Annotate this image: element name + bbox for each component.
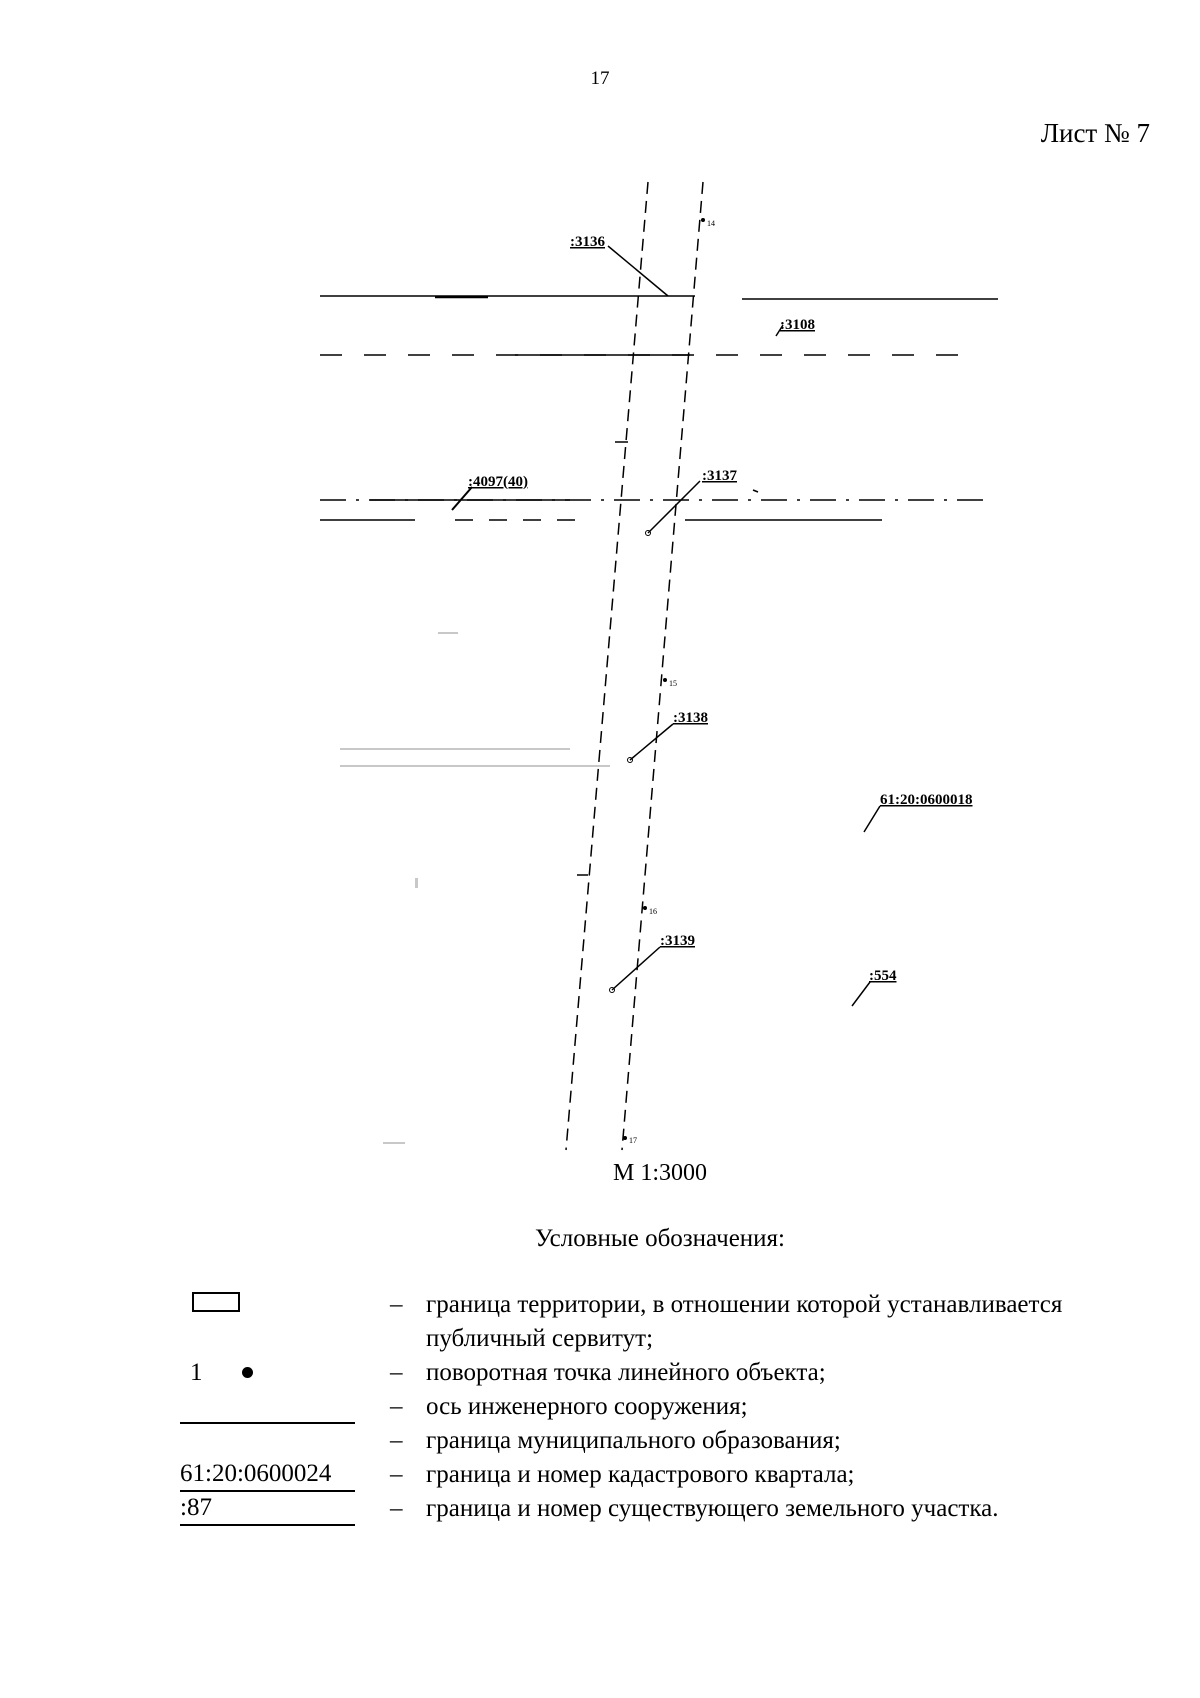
point-label-17: 17 (629, 1136, 637, 1145)
map-scale: М 1:3000 (612, 1160, 707, 1186)
point-label-16: 16 (649, 907, 657, 916)
leader-line-3137 (647, 480, 701, 534)
legend-item: :87 – граница и номер существующего земе… (180, 1492, 1130, 1526)
faint-mark (415, 878, 418, 888)
sheet-number: Лист № 7 (1040, 118, 1150, 148)
faint-mark (438, 632, 458, 634)
parcel-label-554: :554 (869, 968, 897, 984)
leader-line-3108 (775, 324, 784, 337)
leader-line-kvartal (863, 805, 881, 833)
legend-text: ось инженерного сооружения; (426, 1393, 748, 1420)
legend-item: – ось инженерного сооружения; (180, 1390, 1130, 1424)
turning-point (701, 218, 705, 222)
point-label-14: 14 (707, 219, 715, 228)
turning-point (623, 1136, 627, 1140)
legend-item: – граница территории, в отношении которо… (180, 1288, 1130, 1356)
parcel-label-3139: :3139 (660, 933, 695, 949)
page-number: 17 (590, 68, 610, 89)
servitude-rectangle-symbol (192, 1292, 240, 1312)
legend-text: граница и номер кадастрового квартала; (426, 1461, 855, 1488)
point-label-15: 15 (669, 679, 677, 688)
parcel-label-3108: :3108 (780, 317, 815, 333)
legend-text: поворотная точка линейного объекта; (426, 1359, 826, 1386)
faint-mark (340, 748, 570, 750)
legend-title: Условные обозначения: (534, 1225, 786, 1252)
turning-point (643, 906, 647, 910)
parcel-code-symbol: :87 (180, 1492, 355, 1526)
legend-item: 61:20:0600024 – граница и номер кадастро… (180, 1458, 1130, 1492)
legend-text: граница и номер существующего земельного… (426, 1495, 999, 1522)
turning-point (663, 678, 667, 682)
leader-line-3139 (611, 946, 661, 991)
legend-text: граница муниципального образования; (426, 1427, 841, 1454)
leader-line-554 (851, 981, 871, 1007)
legend-item: – граница муниципального образования; (180, 1424, 1130, 1458)
leader-line-3136 (607, 245, 669, 297)
parcel-label-3138: :3138 (673, 710, 708, 726)
point-number-symbol: 1 (190, 1359, 203, 1386)
leader-line-3138 (629, 723, 674, 761)
parcel-label-3136: :3136 (570, 234, 605, 250)
legend: – граница территории, в отношении которо… (180, 1288, 1130, 1526)
point-marker (627, 757, 633, 763)
legend-text: граница территории, в отношении которой … (426, 1291, 1063, 1352)
parcel-label-4097: :4097(40) (468, 474, 528, 490)
kvartal-code-symbol: 61:20:0600024 (180, 1458, 355, 1492)
point-marker (609, 987, 615, 993)
kvartal-label: 61:20:0600018 (880, 792, 973, 808)
parcel-label-3137: :3137 (702, 468, 737, 484)
tick-mark (752, 489, 759, 493)
solid-line-symbol (180, 1422, 355, 1424)
faint-mark (383, 1142, 405, 1144)
faint-mark (340, 765, 610, 767)
leader-line-4097 (451, 486, 473, 511)
legend-item: 1 – поворотная точка линейного объекта; (180, 1356, 1130, 1390)
servitude-boundary-right (621, 181, 704, 1151)
point-marker (645, 530, 651, 536)
point-dot-symbol (242, 1367, 253, 1378)
cadastral-map: :3136 :3108 :4097(40) :3137 :3138 61:20:… (320, 181, 998, 1151)
servitude-boundary-left (565, 181, 649, 1151)
